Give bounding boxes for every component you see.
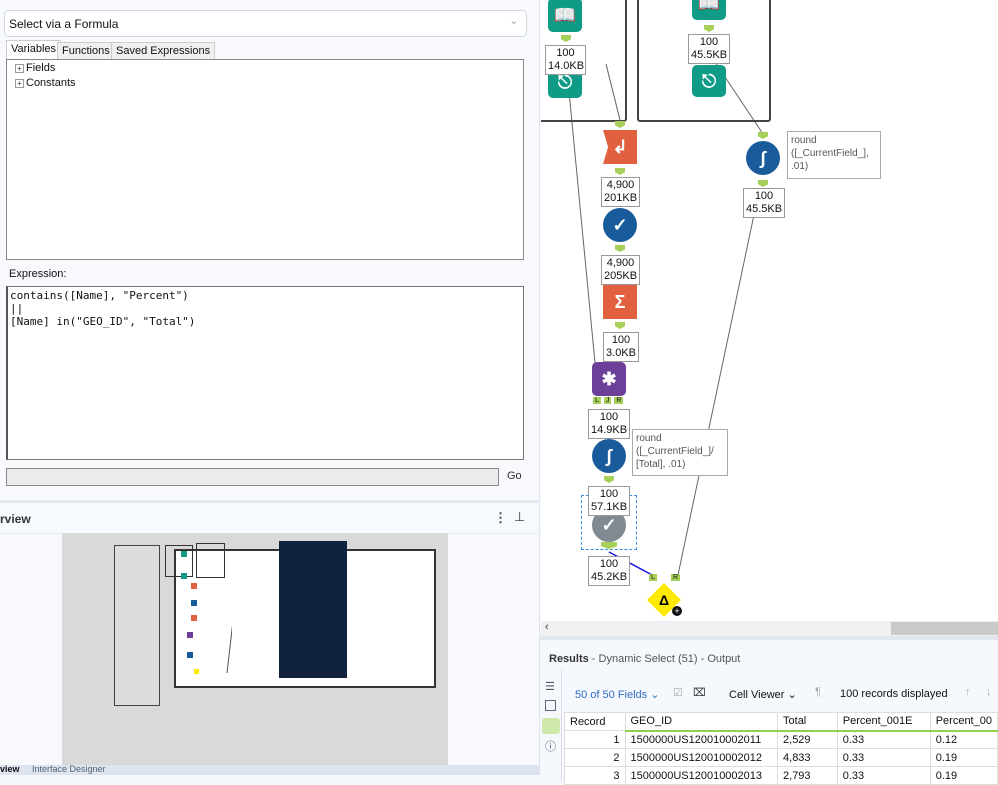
tool-container[interactable] bbox=[541, 0, 627, 122]
scrollbar-thumb[interactable] bbox=[891, 622, 998, 635]
results-panel: Results - Dynamic Select (51) - Output ☰… bbox=[540, 636, 998, 785]
minimap-results-region bbox=[279, 541, 347, 678]
tool-annotation: round ([_CurrentField_], .01) bbox=[787, 131, 881, 179]
overview-title: rview bbox=[0, 512, 31, 526]
scroll-left-icon[interactable]: ‹ bbox=[545, 621, 549, 633]
output-anchor[interactable] bbox=[561, 35, 571, 42]
results-table: Record GEO_ID Total Percent_001E Percent… bbox=[564, 712, 998, 785]
pin-icon[interactable]: ⊥ bbox=[514, 509, 526, 524]
tree-label: Constants bbox=[26, 77, 76, 89]
overview-header: rview ⋮ ⊥ bbox=[0, 500, 538, 534]
column-header[interactable]: Total bbox=[777, 712, 838, 732]
metadata-icon[interactable] bbox=[545, 700, 556, 711]
input-anchor[interactable] bbox=[615, 121, 625, 128]
tool-annotation: round ([_CurrentField_]/ [Total], .01) bbox=[632, 429, 728, 476]
multi-field-formula-icon[interactable]: ∫ bbox=[746, 141, 780, 175]
overview-minimap[interactable] bbox=[62, 533, 448, 765]
tool-container[interactable] bbox=[637, 0, 771, 122]
multi-field-formula-icon[interactable]: ∫ bbox=[592, 439, 626, 473]
select-mode-value: Select via a Formula bbox=[9, 17, 119, 31]
column-header[interactable]: Percent_001E bbox=[836, 712, 931, 732]
column-header[interactable]: Percent_00 bbox=[929, 712, 998, 732]
configuration-panel: Select via a Formula ⌄ Variables Function… bbox=[0, 0, 540, 775]
output-anchor[interactable] bbox=[615, 322, 625, 329]
help-icon[interactable]: ⓘ bbox=[545, 741, 556, 753]
column-header[interactable]: Record bbox=[564, 712, 626, 731]
anchor-r[interactable]: R bbox=[614, 397, 624, 404]
summarize-icon[interactable]: Σ bbox=[603, 285, 637, 319]
expand-icon[interactable]: + bbox=[15, 79, 24, 88]
join-icon[interactable]: ✱ bbox=[592, 362, 626, 396]
expand-icon[interactable]: + bbox=[15, 64, 24, 73]
output-anchor[interactable] bbox=[704, 25, 714, 32]
output-anchor[interactable] bbox=[615, 168, 625, 175]
arrow-up-icon[interactable]: ↑ bbox=[965, 686, 971, 698]
deselect-icon[interactable]: ⌧ bbox=[693, 687, 706, 699]
anchor-l[interactable]: L bbox=[649, 574, 657, 581]
input-anchor[interactable] bbox=[758, 132, 768, 139]
browse-icon[interactable]: ⎋ bbox=[692, 65, 726, 97]
tab-interface-designer[interactable]: Interface Designer bbox=[32, 764, 106, 774]
variables-tree: +Fields +Constants bbox=[6, 59, 524, 260]
column-header[interactable]: GEO_ID bbox=[624, 712, 779, 732]
tree-label: Fields bbox=[26, 62, 56, 74]
output-anchor[interactable] bbox=[615, 245, 625, 252]
results-title: Results - Dynamic Select (51) - Output bbox=[549, 653, 741, 665]
anchor-r[interactable]: R bbox=[671, 574, 681, 581]
add-icon[interactable]: + bbox=[672, 606, 682, 616]
anchor-l[interactable]: L bbox=[593, 397, 601, 404]
pilcrow-icon[interactable]: ¶ bbox=[815, 686, 821, 698]
more-options-icon[interactable]: ⋮ bbox=[494, 510, 507, 525]
horizontal-scrollbar[interactable]: ‹ bbox=[541, 621, 998, 636]
tree-item-fields[interactable]: +Fields bbox=[15, 62, 55, 74]
results-sidebar: ☰ ⓘ bbox=[540, 670, 562, 780]
list-icon[interactable]: ☰ bbox=[545, 681, 555, 693]
expression-editor[interactable]: contains([Name], "Percent") || [Name] in… bbox=[6, 286, 524, 460]
expression-label: Expression: bbox=[9, 268, 67, 280]
fields-dropdown[interactable]: 50 of 50 Fields ⌄ bbox=[575, 689, 660, 701]
minimap-container bbox=[114, 545, 160, 706]
go-button[interactable]: Go bbox=[507, 470, 522, 482]
arrow-down-icon[interactable]: ↓ bbox=[986, 686, 992, 698]
crosstab-icon[interactable]: ↲ bbox=[603, 130, 637, 164]
select-mode-dropdown[interactable]: Select via a Formula ⌄ bbox=[4, 10, 527, 37]
records-count: 100 records displayed bbox=[840, 688, 948, 700]
tab-variables[interactable]: Variables bbox=[6, 40, 62, 60]
check-icon[interactable]: ☑ bbox=[673, 687, 683, 699]
bottom-tabs: view Interface Designer bbox=[0, 765, 540, 775]
tab-saved-expressions[interactable]: Saved Expressions bbox=[111, 42, 216, 59]
input-data-icon[interactable]: 📖 bbox=[548, 0, 582, 32]
output-anchor[interactable] bbox=[758, 180, 768, 187]
output-anchor[interactable] bbox=[604, 476, 614, 483]
anchor-j[interactable]: J bbox=[603, 397, 612, 404]
chevron-down-icon: ⌄ bbox=[509, 16, 518, 27]
data-icon[interactable] bbox=[542, 718, 560, 734]
output-anchor[interactable] bbox=[601, 542, 617, 549]
table-header: Record GEO_ID Total Percent_001E Percent… bbox=[564, 712, 998, 732]
tab-functions[interactable]: Functions bbox=[57, 42, 115, 59]
tab-overview[interactable]: view bbox=[0, 764, 20, 774]
minimap-container bbox=[196, 543, 225, 578]
cell-viewer-dropdown[interactable]: Cell Viewer ⌄ bbox=[729, 689, 797, 701]
input-data-icon[interactable]: 📖 bbox=[692, 0, 726, 20]
multi-row-icon[interactable]: ✓ bbox=[603, 208, 637, 242]
search-input[interactable] bbox=[6, 468, 499, 486]
minimap-container bbox=[165, 545, 193, 577]
minimap-workflow bbox=[181, 551, 232, 674]
tree-item-constants[interactable]: +Constants bbox=[15, 77, 76, 89]
